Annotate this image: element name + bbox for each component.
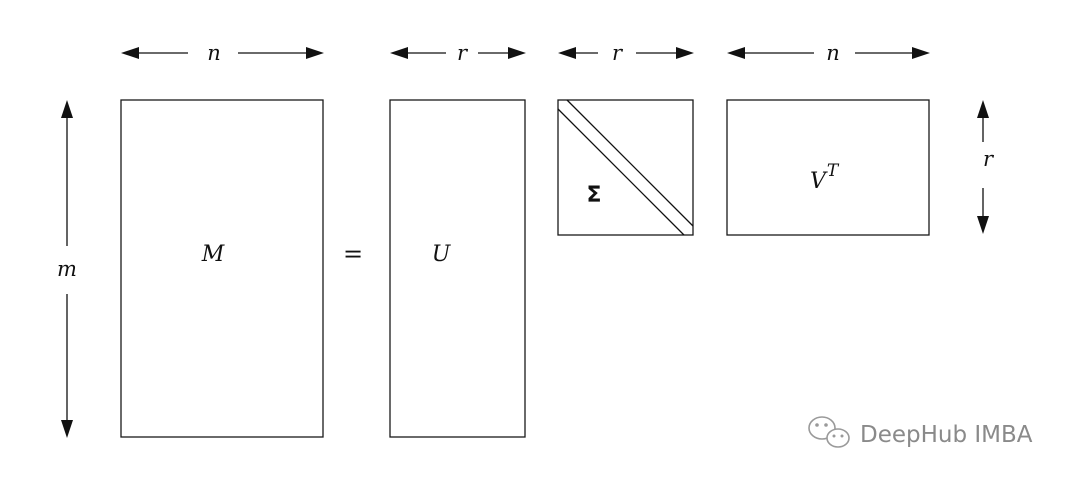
matrix-u-label: U [432, 242, 452, 267]
down-arrowhead [61, 420, 73, 438]
left-arrowhead [121, 47, 139, 59]
matrix-u-box [389, 99, 526, 438]
left-arrowhead [558, 47, 576, 59]
down-arrowhead [977, 216, 989, 234]
right-arrowhead [306, 47, 324, 59]
wechat-icon [808, 416, 850, 448]
u-width-label: r [457, 41, 469, 65]
width-indicator-sigma: r [558, 41, 694, 65]
width-indicator-m: n [121, 41, 324, 65]
matrix-u: U [389, 99, 526, 438]
m-height-label: m [57, 257, 77, 281]
matrix-vt-label: VT [810, 161, 840, 194]
m-width-label: n [207, 41, 221, 65]
height-indicator-m: m [57, 100, 77, 438]
width-indicator-u: r [390, 41, 526, 65]
right-arrowhead [508, 47, 526, 59]
watermark-text: DeepHub IMBA [860, 422, 1033, 448]
width-indicator-vt: n [727, 41, 930, 65]
left-arrowhead [390, 47, 408, 59]
height-indicator-vt: r [977, 100, 995, 234]
watermark: DeepHub IMBA [808, 416, 1033, 448]
sigma-width-label: r [612, 41, 624, 65]
matrix-m-label: M [201, 242, 225, 267]
diagonal-line-lower [557, 108, 685, 236]
equals-sign: = [343, 240, 363, 268]
matrix-vt-superscript: T [827, 161, 840, 181]
matrix-vt-box [726, 99, 930, 236]
up-arrowhead [977, 100, 989, 118]
vt-width-label: n [826, 41, 840, 65]
diagonal-line-upper [566, 99, 694, 227]
up-arrowhead [61, 100, 73, 118]
right-arrowhead [912, 47, 930, 59]
matrix-vt: VT [726, 99, 930, 236]
matrix-vt-base: V [810, 169, 828, 194]
left-arrowhead [727, 47, 745, 59]
matrix-sigma: Σ [557, 99, 694, 236]
matrix-sigma-label: Σ [586, 183, 601, 208]
vt-height-label: r [983, 147, 995, 171]
matrix-sigma-box [557, 99, 694, 236]
right-arrowhead [676, 47, 694, 59]
matrix-m: M [120, 99, 324, 438]
matrix-m-box [120, 99, 324, 438]
